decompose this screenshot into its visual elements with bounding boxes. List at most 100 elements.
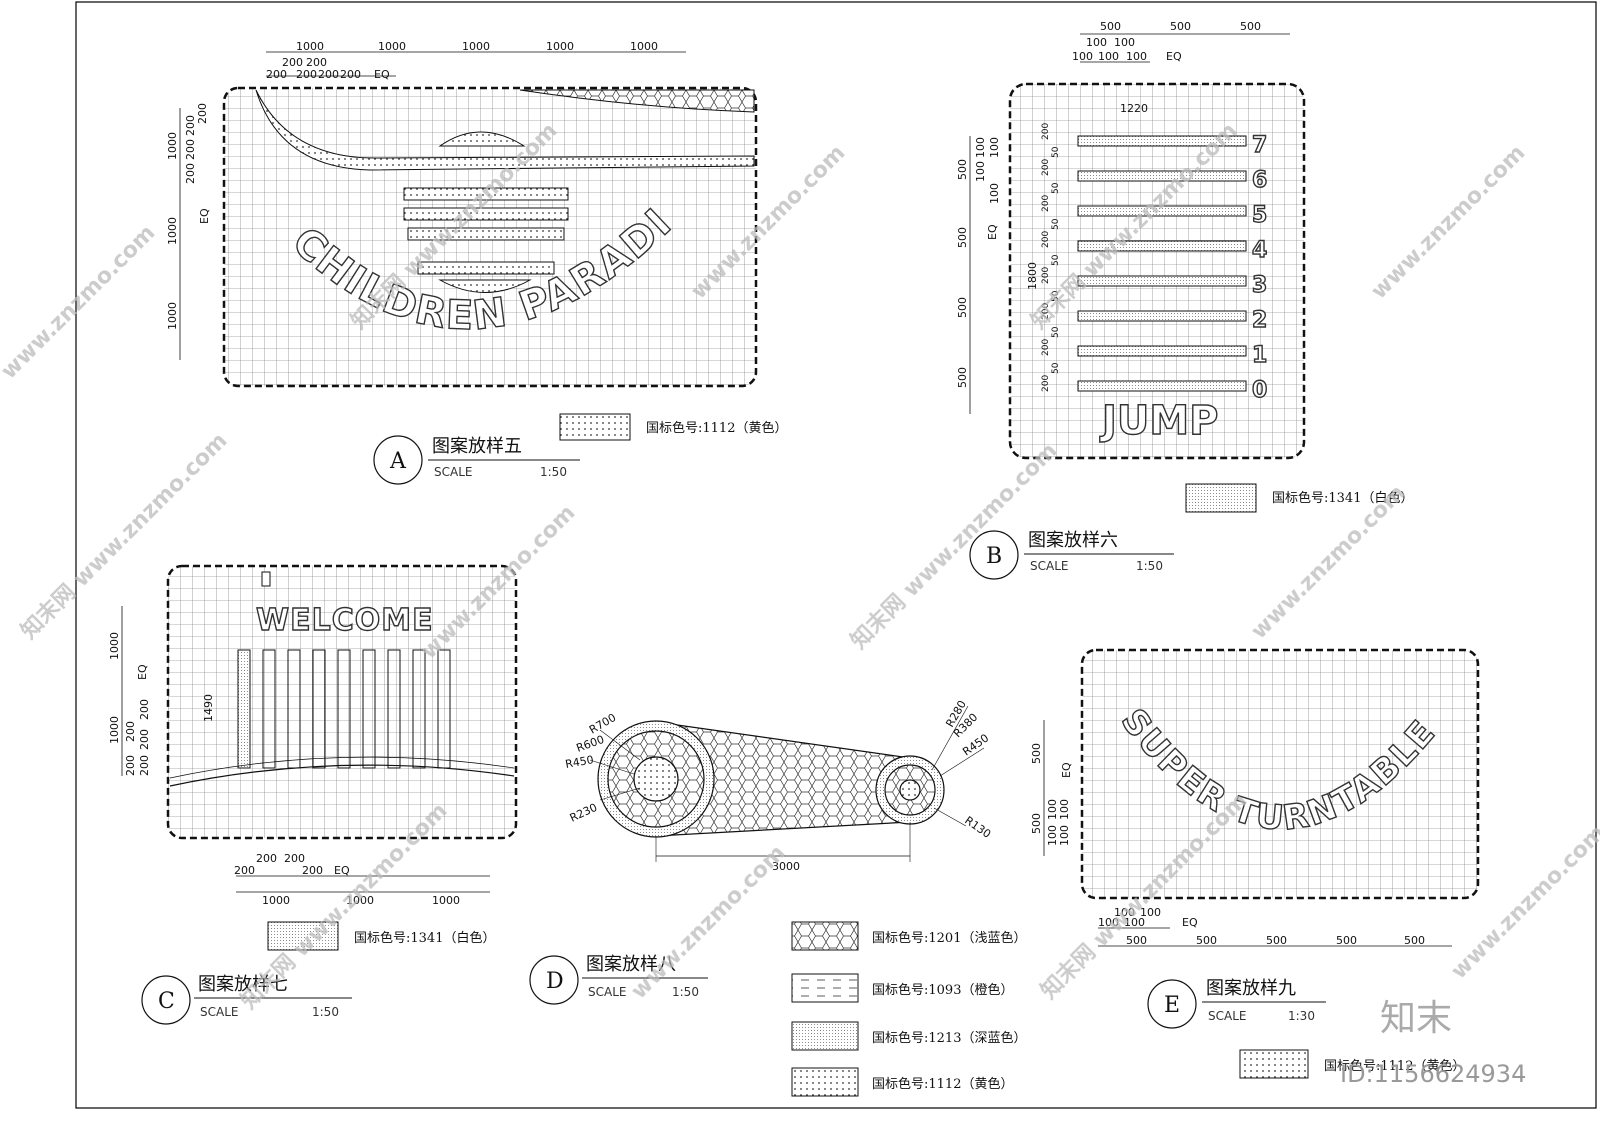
dim: 200 <box>234 864 255 877</box>
panel-b-title: 图案放样六 <box>1028 530 1118 551</box>
panel-b-stripe <box>1077 345 1247 357</box>
dim: 200 <box>184 115 197 136</box>
panel-b-legend-swatch <box>1185 483 1257 513</box>
dim: 200 <box>1041 339 1051 356</box>
panel-c-curve <box>169 764 515 787</box>
panel-b-artwork-text: JUMP <box>1099 398 1218 444</box>
dim: 1000 <box>166 302 179 330</box>
dim: EQ <box>136 664 149 680</box>
dim: 50 <box>1051 254 1061 266</box>
brand-logo: 知末 <box>1380 998 1452 1039</box>
dim: 500 <box>956 227 969 248</box>
dim: 200 <box>1041 231 1051 248</box>
panel-b-stripe <box>1077 240 1247 252</box>
dim: 1000 <box>346 894 374 907</box>
dim: 200 <box>284 852 305 865</box>
legend-d-label-2: 国标色号:1093（橙色） <box>872 982 1013 998</box>
panel-a-legend-swatch <box>559 413 631 441</box>
dim: 200 <box>1041 195 1051 212</box>
dim: 1000 <box>378 40 406 53</box>
dim: EQ <box>374 68 390 81</box>
panel-c-curve-2 <box>169 756 515 779</box>
panel-b-scale: 1:50 <box>1136 559 1163 573</box>
legend-d-swatch-3 <box>791 1021 859 1051</box>
dim: R450 <box>564 753 594 771</box>
panel-c-stripe <box>262 649 276 769</box>
panel-a-bar-2 <box>403 207 569 221</box>
panel-e-legend-label: 国标色号:1112（黄色） <box>1324 1058 1465 1074</box>
panel-a-bar-4 <box>417 261 555 275</box>
dim: 200 <box>256 852 277 865</box>
panel-a-legend-label: 国标色号:1112（黄色） <box>646 420 787 436</box>
panel-b-stripe <box>1077 310 1247 322</box>
dim: 1000 <box>462 40 490 53</box>
dim: 100 <box>1058 799 1071 820</box>
legend-d-swatch-1 <box>791 921 859 951</box>
dim: 100 <box>1046 825 1059 846</box>
dim: 1800 <box>1026 262 1039 290</box>
panel-d-scale-label: SCALE <box>588 985 626 999</box>
panel-c-scale: 1:50 <box>312 1005 339 1019</box>
dim: 100 <box>1124 916 1145 929</box>
panel-c-scale-label: SCALE <box>200 1005 238 1019</box>
dim: 500 <box>1100 20 1121 33</box>
panel-b-number: 3 <box>1252 273 1267 298</box>
panel-c-stripe <box>312 649 326 769</box>
watermark-text: www.znzmo.com <box>0 220 160 384</box>
dim: 50 <box>1051 290 1061 302</box>
dim: 500 <box>1266 934 1287 947</box>
panel-a-scale-label: SCALE <box>434 465 472 479</box>
panel-c-stripes <box>237 649 451 769</box>
panel-c-stripe <box>412 649 426 769</box>
dim: 1000 <box>546 40 574 53</box>
dim: 50 <box>1051 182 1061 194</box>
dim: EQ <box>1060 762 1073 778</box>
dim: 200 <box>302 864 323 877</box>
dim: 500 <box>1336 934 1357 947</box>
panel-a: CHILDREN PARADISE 1000 1000 1000 1000 10… <box>0 0 787 485</box>
panel-e-scale-label: SCALE <box>1208 1009 1246 1023</box>
panel-b-bubble <box>969 530 1019 580</box>
panel-b-scale-label: SCALE <box>1030 559 1068 573</box>
panel-c-legend-swatch <box>267 921 339 951</box>
panel-c-stripe <box>387 649 401 769</box>
dim: 50 <box>1051 218 1061 230</box>
panel-e-legend-swatch <box>1239 1049 1309 1079</box>
dim: R450 <box>960 731 991 758</box>
dim: 100 <box>1086 36 1107 49</box>
panel-c-stripe <box>362 649 376 769</box>
dim: 100 <box>1098 916 1119 929</box>
dim: 200 <box>196 103 209 124</box>
dim: 100 <box>1098 50 1119 63</box>
dim: 200 <box>296 68 317 81</box>
panel-a-scale: 1:50 <box>540 465 567 479</box>
dim: 500 <box>956 159 969 180</box>
panel-e-title: 图案放样九 <box>1206 978 1296 999</box>
dim: 1000 <box>630 40 658 53</box>
dim: 200 <box>138 729 151 750</box>
panel-c-legend-label: 国标色号:1341（白色） <box>354 930 495 946</box>
dim: R230 <box>568 801 599 825</box>
dim: 50 <box>1051 146 1061 158</box>
dim: 50 <box>1051 362 1061 374</box>
panel-b-number: 0 <box>1252 378 1267 403</box>
dim: 3000 <box>772 860 800 873</box>
panel-c-bubble <box>141 975 191 1025</box>
panel-a-dome <box>438 131 526 147</box>
id-label: ID:1156624934 <box>1340 1060 1526 1088</box>
dim: 200 <box>306 56 327 69</box>
dim: 100 <box>1140 906 1161 919</box>
dim: EQ <box>334 864 350 877</box>
panel-d-small-inner <box>899 779 921 801</box>
panel-b-number: 6 <box>1252 168 1267 193</box>
dim: 100 <box>1058 825 1071 846</box>
panel-b-letter: B <box>986 544 1002 569</box>
dim: 500 <box>1030 743 1043 764</box>
dim: 1000 <box>108 716 121 744</box>
dim: 500 <box>1196 934 1217 947</box>
legend-d-label-4: 国标色号:1112（黄色） <box>872 1076 1013 1092</box>
dim: 500 <box>1170 20 1191 33</box>
dim: 100 <box>1072 50 1093 63</box>
panel-b-stripe <box>1077 135 1247 147</box>
